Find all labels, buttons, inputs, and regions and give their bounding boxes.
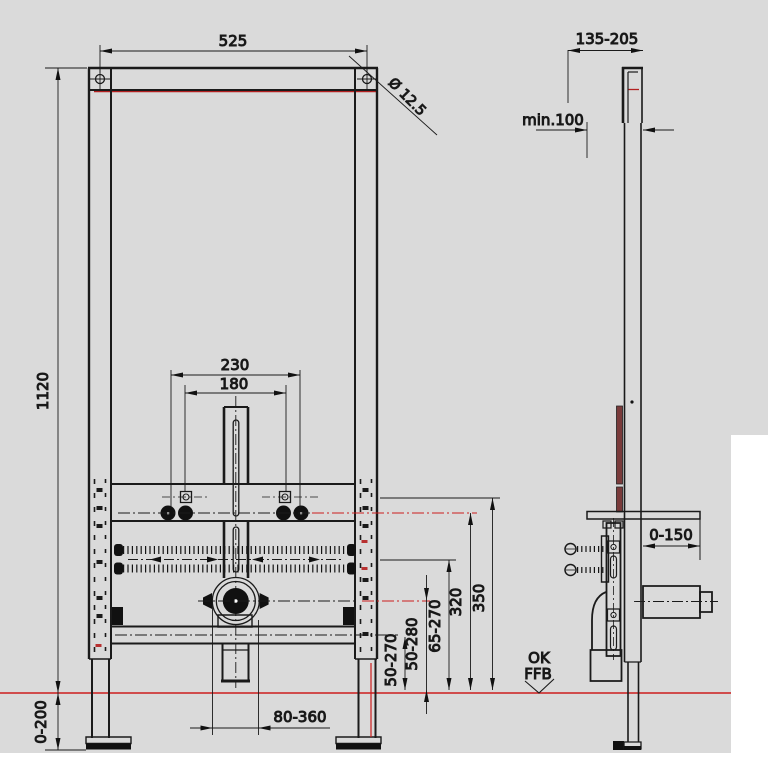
dim-180-label: 180 bbox=[220, 375, 249, 393]
threaded-rods bbox=[114, 544, 456, 575]
dim-height-1120: 1120 bbox=[34, 68, 87, 693]
dim-525-label: 525 bbox=[219, 32, 248, 50]
dim-h-350: 350 bbox=[470, 498, 495, 690]
dim-80-360-label: 80-360 bbox=[273, 708, 326, 726]
dim-drain-80-360: 80-360 bbox=[190, 601, 330, 735]
dim-width-525: 525 bbox=[100, 32, 367, 73]
floor-level-marker: OK FFB bbox=[524, 649, 554, 693]
dim-h-320: 320 bbox=[447, 513, 473, 690]
dim-depth-135-205: 135-205 bbox=[568, 30, 643, 103]
dim-320-label: 320 bbox=[447, 588, 465, 617]
frame-outline bbox=[88, 68, 378, 659]
dim-0-150-label: 0-150 bbox=[649, 526, 693, 544]
dim-0-200-label: 0-200 bbox=[32, 700, 50, 744]
dim-h-65-270: 65-270 bbox=[426, 560, 452, 690]
dim-350-label: 350 bbox=[470, 584, 488, 613]
legs-and-feet bbox=[86, 659, 381, 750]
dimensions: 525 Ø 12.5 1120 0-200 230 bbox=[32, 30, 700, 750]
central-channel bbox=[224, 396, 248, 688]
side-drain-pipe bbox=[634, 586, 718, 618]
floor-arrow-icon bbox=[525, 679, 554, 693]
front-view bbox=[86, 67, 500, 750]
dim-50-280-label: 50-280 bbox=[403, 617, 421, 670]
dim-230-label: 230 bbox=[221, 356, 250, 374]
dim-bracket-0-150: 0-150 bbox=[643, 526, 700, 549]
lower-crossbar bbox=[111, 607, 398, 644]
dim-1120-label: 1120 bbox=[34, 372, 52, 410]
drain-assembly bbox=[198, 578, 430, 682]
dim-feet-0-200: 0-200 bbox=[32, 693, 86, 750]
ffb-label: FFB bbox=[524, 665, 552, 683]
side-rail bbox=[613, 67, 643, 750]
dim-135-205-label: 135-205 bbox=[576, 30, 639, 48]
dim-min-100: min.100 bbox=[522, 111, 674, 158]
upper-crossbar bbox=[111, 484, 500, 521]
dim-h-50-280: 50-280 bbox=[403, 575, 429, 714]
dim-h-50-270: 50-270 bbox=[382, 633, 408, 690]
dim-min-100-label: min.100 bbox=[522, 111, 584, 129]
ok-label: OK bbox=[528, 649, 551, 667]
dim-50-270-label: 50-270 bbox=[382, 633, 400, 686]
wall-bracket-plate bbox=[587, 512, 700, 561]
perforated-strips bbox=[95, 479, 372, 655]
side-perforated-strip bbox=[617, 400, 634, 512]
dim-spacing-180: 180 bbox=[185, 375, 286, 492]
side-view bbox=[565, 67, 718, 750]
side-fixing-bolts bbox=[565, 536, 609, 582]
side-adjust-bracket bbox=[591, 518, 624, 681]
dim-spacing-230: 230 bbox=[171, 356, 300, 508]
dim-65-270-label: 65-270 bbox=[426, 599, 444, 652]
